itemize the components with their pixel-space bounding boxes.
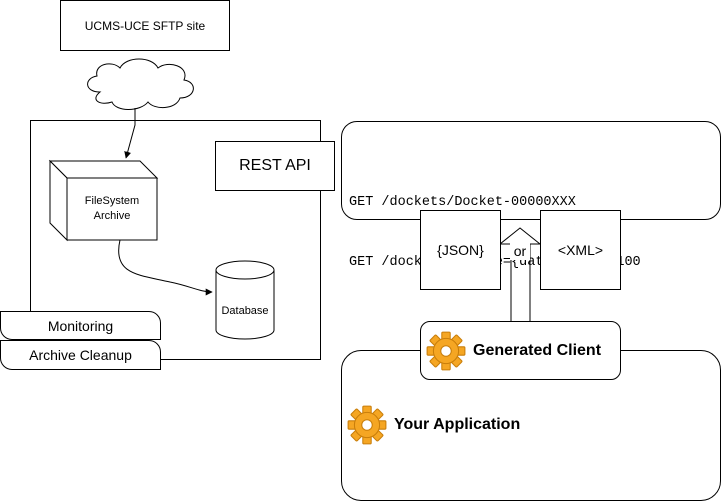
sftp-site-box: UCMS-UCE SFTP site (60, 0, 230, 51)
or-label: or (513, 243, 527, 259)
filesystem-cube (48, 159, 159, 242)
your-application-label: Your Application (394, 416, 521, 433)
monitoring-tab: Monitoring (0, 311, 161, 340)
generated-client-label: Generated Client (473, 341, 602, 359)
endpoint-docket-by-id: GET /dockets/Docket-00000XXX (349, 195, 576, 210)
database-label: Database (221, 305, 269, 317)
filesystem-archive-label: FileSystem Archive (67, 178, 157, 240)
filesystem-label-line2: Archive (93, 210, 131, 222)
or-label-wrap: or (510, 242, 530, 260)
gear-icon (426, 331, 466, 370)
json-label: {JSON} (437, 242, 484, 258)
rest-api-box: REST API (215, 141, 335, 191)
archive-cleanup-tab: Archive Cleanup (0, 340, 161, 370)
filesystem-label-line1: FileSystem (84, 195, 140, 208)
endpoint-dockets-since: GET /dockets/?since={date}&limit=100 (349, 255, 641, 270)
cloud-to-filesystem-arrow (124, 108, 136, 159)
json-format-box: {JSON} (420, 210, 501, 290)
xml-label: <XML> (557, 242, 604, 258)
endpoints-box: GET /dockets/Docket-00000XXX GET /docket… (341, 121, 721, 270)
rest-api-label: REST API (239, 157, 311, 174)
archive-cleanup-label: Archive Cleanup (29, 347, 132, 363)
cloud-icon (87, 58, 194, 110)
database-cylinder (215, 260, 275, 340)
your-application-heading: Your Application (346, 404, 520, 446)
xml-format-box: <XML> (540, 210, 621, 290)
gear-icon (347, 405, 387, 445)
sftp-site-label: UCMS-UCE SFTP site (84, 18, 206, 33)
database-label-wrap: Database (216, 290, 274, 332)
monitoring-label: Monitoring (47, 317, 114, 334)
filesystem-to-database-arrow (118, 239, 213, 296)
generated-client-box: Generated Client (420, 321, 621, 380)
